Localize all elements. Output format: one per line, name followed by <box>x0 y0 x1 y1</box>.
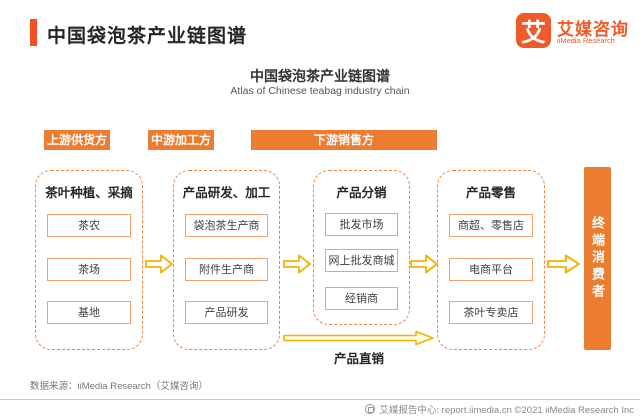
brand-name-cn: 艾媒咨询 <box>557 20 629 39</box>
stage-label-upstream: 上游供货方 <box>44 130 110 150</box>
column-product-retail: 产品零售 商超、零售店 电商平台 茶叶专卖店 <box>437 170 545 350</box>
right-arrow-icon <box>145 254 173 274</box>
node-online-wholesale-mall: 网上批发商城 <box>325 249 398 272</box>
column-product-distribution: 产品分销 批发市场 网上批发商城 经销商 <box>313 170 410 325</box>
node-wholesale-market: 批发市场 <box>325 213 398 236</box>
right-arrow-icon <box>547 254 580 274</box>
end-consumer-label: 终端消费者 <box>590 216 605 301</box>
direct-sales-label: 产品直销 <box>333 352 384 366</box>
right-arrow-icon <box>410 254 438 274</box>
node-tea-farm: 茶场 <box>47 258 131 281</box>
direct-sales-arrow-icon <box>283 330 434 346</box>
data-source-note: 数据来源：iiMedia Research（艾媒咨询） <box>30 381 208 392</box>
node-distributor: 经销商 <box>325 287 398 310</box>
iimedia-footer-icon <box>365 404 376 414</box>
node-tea-farmer: 茶农 <box>47 214 131 237</box>
node-teabag-manufacturer: 袋泡茶生产商 <box>185 214 268 237</box>
logo-glyph: 艾 <box>520 18 546 47</box>
iimedia-logo-icon: 艾 <box>516 13 551 48</box>
page-title: 中国袋泡茶产业链图谱 <box>47 26 248 47</box>
footer-divider <box>0 399 640 400</box>
column-title: 茶叶种植、采摘 <box>45 186 133 200</box>
node-supermarket-retail-store: 商超、零售店 <box>449 214 533 237</box>
right-arrow-icon <box>283 254 311 274</box>
column-product-rd-processing: 产品研发、加工 袋泡茶生产商 附件生产商 产品研发 <box>173 170 280 350</box>
column-title: 产品研发、加工 <box>182 186 271 200</box>
end-consumer-bar: 终端消费者 <box>584 167 611 350</box>
column-title: 产品零售 <box>465 186 516 200</box>
stage-label-downstream: 下游销售方 <box>251 130 437 150</box>
column-tea-planting: 茶叶种植、采摘 茶农 茶场 基地 <box>35 170 143 350</box>
node-ecommerce-platform: 电商平台 <box>449 258 533 281</box>
brand-name-en: iiMedia Research <box>557 36 615 45</box>
node-tea-base: 基地 <box>47 301 131 324</box>
title-accent-bar <box>30 19 37 46</box>
diagram-title: 中国袋泡茶产业链图谱 <box>250 68 390 84</box>
node-tea-specialty-store: 茶叶专卖店 <box>449 301 533 324</box>
node-product-rd: 产品研发 <box>185 301 268 324</box>
footer-credit-row: 艾媒报告中心: report.iimedia.cn ©2021 iiMedia … <box>365 402 634 416</box>
stage-label-midstream: 中游加工方 <box>148 130 214 150</box>
diagram-subtitle: Atlas of Chinese teabag industry chain <box>230 85 410 97</box>
column-title: 产品分销 <box>336 186 387 200</box>
node-accessory-manufacturer: 附件生产商 <box>185 258 268 281</box>
footer-credit-text: 艾媒报告中心: report.iimedia.cn ©2021 iiMedia … <box>379 405 634 416</box>
